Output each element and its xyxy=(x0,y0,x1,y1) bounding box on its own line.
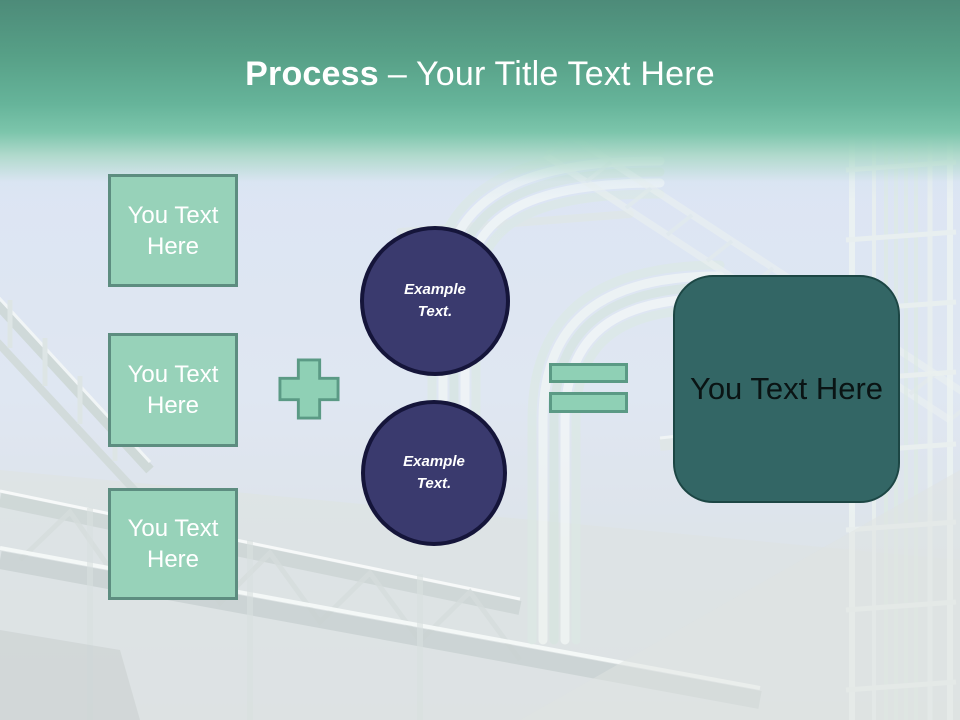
input-box-2: You Text Here xyxy=(108,333,238,447)
result-box-label: You Text Here xyxy=(689,371,884,406)
input-box-1-label: You Text Here xyxy=(127,201,219,260)
slide-title-prefix: Process xyxy=(245,55,379,93)
equals-icon-bottom-bar xyxy=(549,392,628,413)
example-circle-2-label: Example Text. xyxy=(403,453,465,492)
slide-title-rest: – Your Title Text Here xyxy=(387,55,715,93)
plus-operator-shape xyxy=(278,358,340,420)
input-box-3-label: You Text Here xyxy=(127,515,219,573)
slide-title: Process– Your Title Text Here xyxy=(0,52,960,96)
example-circle-1: Example Text. xyxy=(360,226,510,376)
equals-operator-shape xyxy=(549,363,628,413)
header-gradient-band xyxy=(0,0,960,200)
example-circle-2: Example Text. xyxy=(361,400,507,546)
result-box: You Text Here xyxy=(673,275,900,503)
input-box-3: You Text Here xyxy=(108,488,238,600)
equals-icon-top-bar xyxy=(549,363,628,383)
plus-icon xyxy=(278,358,340,420)
example-circle-1-label: Example Text. xyxy=(404,281,466,320)
input-box-2-label: You Text Here xyxy=(127,361,219,419)
corner-haze xyxy=(520,470,960,720)
input-box-1: You Text Here xyxy=(108,174,238,287)
